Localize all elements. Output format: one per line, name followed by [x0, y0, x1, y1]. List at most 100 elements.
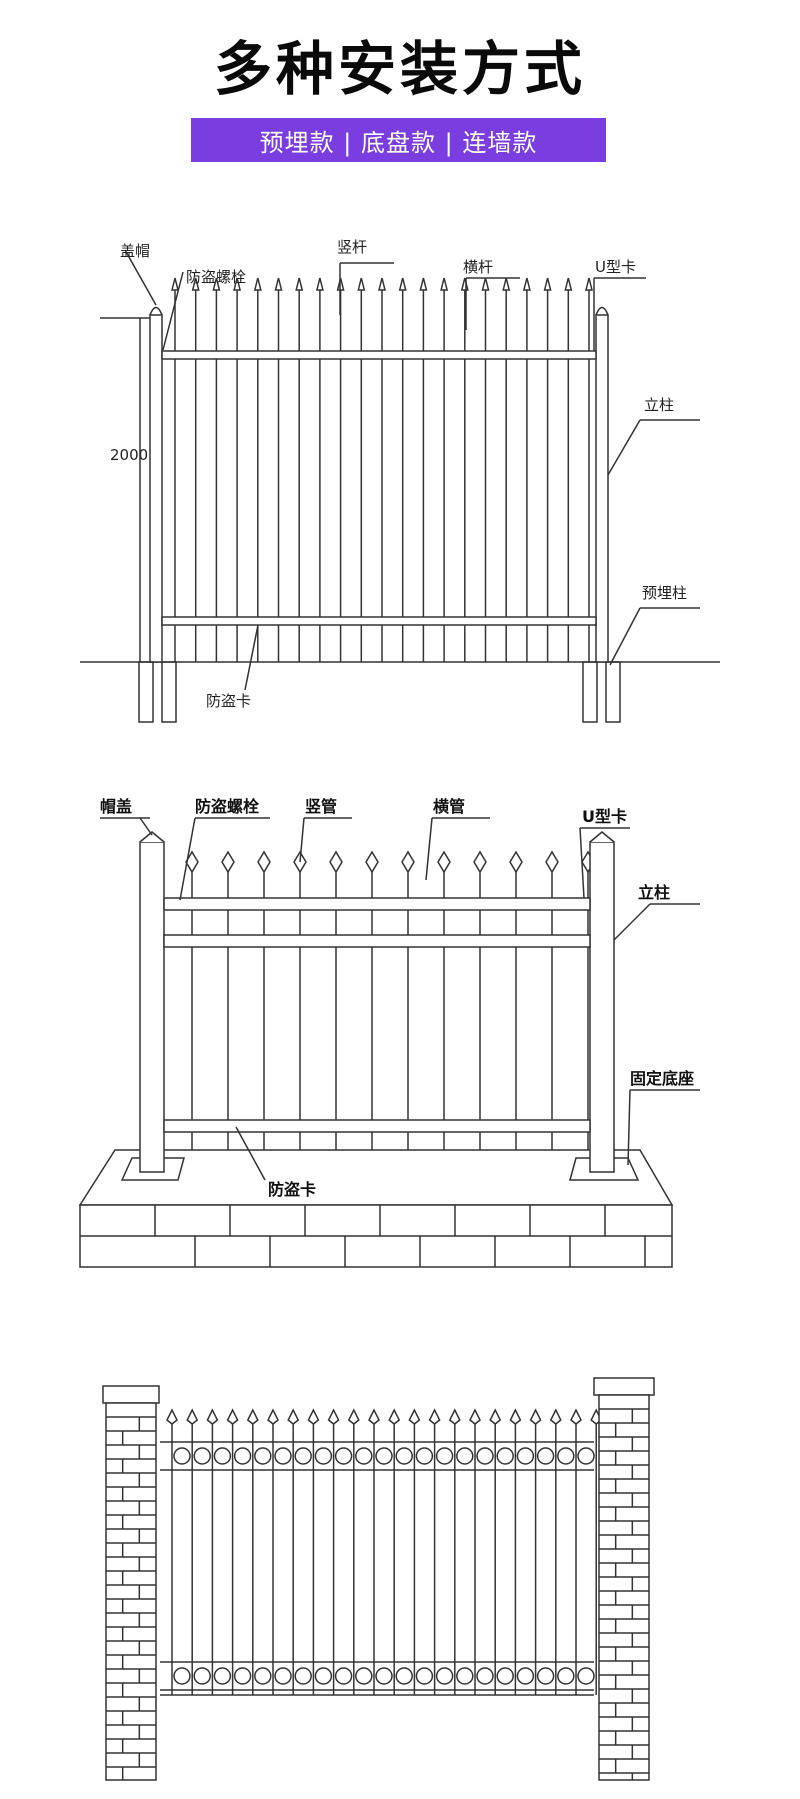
picket-tip [246, 1408, 259, 1425]
picket-tip [408, 1408, 421, 1425]
ring [355, 1667, 373, 1685]
ring [516, 1447, 535, 1465]
ring [233, 1667, 252, 1685]
ring [456, 1447, 474, 1465]
ring [395, 1447, 413, 1465]
picket-tip [401, 850, 415, 874]
post-right [595, 314, 609, 663]
pillar-cap-left [102, 1385, 160, 1404]
post-left [139, 841, 165, 1173]
label-horizontal-bar: 横杆 [463, 258, 493, 276]
brick-pillar-left [105, 1402, 157, 1781]
top-rail [163, 897, 591, 911]
ring [334, 1667, 353, 1685]
picket-tip [327, 1408, 340, 1425]
ring [577, 1447, 595, 1465]
picket-tip [564, 277, 573, 291]
ring [476, 1667, 494, 1685]
install-type-banner: 预埋款 | 底盘款 | 连墙款 [191, 118, 606, 162]
ring [355, 1447, 373, 1465]
picket-tip [166, 1408, 178, 1425]
ring [496, 1447, 514, 1465]
ring [577, 1667, 595, 1685]
picket-tip [448, 1408, 461, 1425]
ring [213, 1447, 232, 1465]
picket-tip [440, 277, 449, 291]
ring [557, 1447, 575, 1465]
footing-left-b [161, 661, 177, 723]
ring [557, 1667, 575, 1685]
post-left [149, 314, 163, 663]
vertical-bars [166, 1408, 603, 1695]
label-horizontal-tube: 横管 [433, 797, 465, 816]
picket-tip [543, 277, 552, 291]
label-anti-theft-clip: 防盗卡 [268, 1180, 316, 1199]
vertical-bars [171, 277, 593, 662]
ring [476, 1447, 494, 1465]
picket-tip [522, 277, 531, 291]
label-anti-theft-clip: 防盗卡 [206, 692, 251, 710]
ring [496, 1667, 514, 1685]
label-u-clip: U型卡 [595, 258, 636, 276]
footing-right-a [582, 661, 598, 723]
picket-tip [570, 1408, 582, 1425]
picket-tip [186, 1408, 199, 1425]
ring [334, 1447, 353, 1465]
picket-tip [267, 1408, 279, 1425]
label-vertical-tube: 竖管 [305, 797, 337, 816]
picket-tip [329, 850, 343, 874]
footing-right-b [605, 661, 621, 723]
ring [456, 1667, 474, 1685]
picket-tip [398, 277, 407, 291]
label-anti-theft-bolt: 防盗螺栓 [195, 797, 260, 816]
bottom-rail [163, 1119, 591, 1133]
ring [193, 1667, 211, 1685]
base-plate-fence-diagram: 帽盖 防盗螺栓 竖管 横管 U型卡 立柱 固定底座 防盗卡 [78, 797, 700, 1268]
cap-left [149, 306, 163, 316]
label-embedded-post: 预埋柱 [642, 584, 687, 602]
picket-tip [469, 1408, 481, 1425]
ring [173, 1447, 191, 1465]
ring [314, 1667, 333, 1685]
ring [254, 1667, 272, 1685]
footing-left-a [138, 661, 154, 723]
ring [395, 1667, 413, 1685]
bottom-rail [161, 616, 597, 626]
label-u-clip: U型卡 [582, 807, 627, 826]
cap-right [595, 306, 609, 316]
picket-tip [585, 277, 593, 291]
ring [516, 1667, 535, 1685]
label-post: 立柱 [638, 883, 670, 902]
picket-tip [509, 850, 523, 874]
picket-tip [191, 277, 200, 291]
picket-tip [460, 277, 469, 291]
ring [536, 1447, 555, 1465]
label-vertical-bar: 竖杆 [337, 238, 367, 256]
picket-tip [274, 277, 283, 291]
picket-tip [253, 277, 262, 291]
wall-mounted-fence-diagram [102, 1377, 655, 1781]
picket-tip [473, 850, 487, 874]
picket-tip [549, 1408, 562, 1425]
embedded-fence-diagram: 盖帽 防盗螺栓 竖杆 横杆 U型卡 立柱 预埋柱 防盗卡 2000 [80, 238, 720, 723]
pillar-cap-right [593, 1377, 655, 1396]
top-rail [161, 350, 597, 360]
picket-tip [171, 277, 179, 291]
picket-tip [502, 277, 511, 291]
ring [254, 1447, 272, 1465]
label-cap: 盖帽 [120, 242, 150, 260]
brick-pillar-right [598, 1394, 650, 1781]
picket-tip [437, 850, 451, 874]
label-height: 2000 [110, 446, 148, 464]
picket-tip [257, 850, 271, 874]
ring [415, 1667, 434, 1685]
picket-tip [509, 1408, 522, 1425]
ring [173, 1667, 191, 1685]
label-anti-theft-bolt: 防盗螺栓 [186, 268, 246, 286]
ring [233, 1447, 252, 1465]
ring [536, 1667, 555, 1685]
ring [435, 1667, 454, 1685]
ring [375, 1447, 393, 1465]
picket-tip [233, 277, 242, 291]
picket-tip [212, 277, 221, 291]
